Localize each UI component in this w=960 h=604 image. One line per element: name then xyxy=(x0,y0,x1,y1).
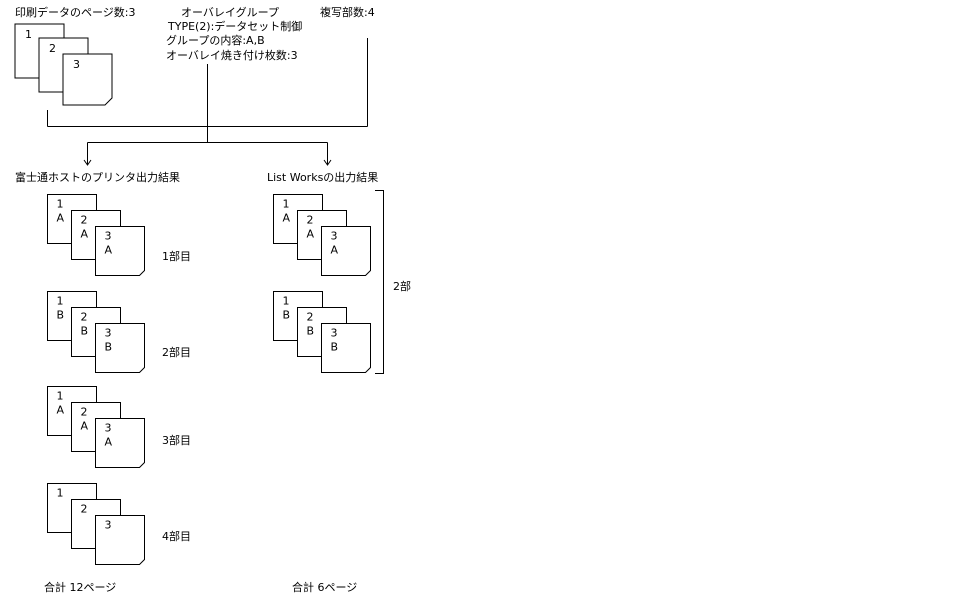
page-number: 2 xyxy=(81,214,88,227)
page-number: 1 xyxy=(57,295,64,308)
output-page: 3B xyxy=(95,323,145,373)
fujitsu-arrowhead xyxy=(83,159,92,166)
fujitsu-set-label-3: 3部目 xyxy=(162,433,191,447)
listworks-arrowhead xyxy=(323,159,332,166)
overlay-letter: B xyxy=(283,309,291,322)
page-sheet xyxy=(321,323,371,373)
input-page-stack: 1 2 3 xyxy=(14,23,113,106)
overlay-line-type: TYPE(2):データセット制御 xyxy=(167,19,302,33)
overlay-letter: A xyxy=(307,228,315,241)
output-page: 3B xyxy=(321,323,371,373)
overlay-letter: B xyxy=(57,309,65,322)
overlay-letter: A xyxy=(81,420,89,433)
connector-lines xyxy=(47,38,368,166)
overlay-letter: A xyxy=(57,212,65,225)
listworks-title: List Worksの出力結果 xyxy=(267,170,378,184)
page-number: 1 xyxy=(283,295,290,308)
overlay-letter: B xyxy=(105,341,113,354)
page-sheet xyxy=(95,226,145,276)
fujitsu-set-label-4: 4部目 xyxy=(162,529,191,543)
fujitsu-title: 富士通ホストのプリンタ出力結果 xyxy=(15,170,180,184)
overlay-letter: A xyxy=(105,436,113,449)
page-number: 3 xyxy=(105,519,112,532)
overlay-letter: A xyxy=(283,212,291,225)
page-number: 1 xyxy=(57,390,64,403)
page-sheet xyxy=(95,323,145,373)
fujitsu-set-label-1: 1部目 xyxy=(162,249,191,263)
listworks-bracket-label: 2部 xyxy=(393,279,411,293)
page-number: 3 xyxy=(105,230,112,243)
output-page: 3A xyxy=(95,418,145,468)
page-number: 2 xyxy=(307,214,314,227)
page-number: 1 xyxy=(283,198,290,211)
page-number: 1 xyxy=(57,487,64,500)
overlay-letter: A xyxy=(331,244,339,257)
overlay-letter: A xyxy=(57,404,65,417)
overlay-letter: A xyxy=(81,228,89,241)
page-number: 2 xyxy=(81,311,88,324)
page-number: 3 xyxy=(331,327,338,340)
page-number: 3 xyxy=(105,327,112,340)
page-number: 2 xyxy=(49,42,56,55)
overlay-line-burn-count: オーバレイ焼き付け枚数:3 xyxy=(166,48,298,62)
page-number: 1 xyxy=(25,28,32,41)
copies-label: 複写部数:4 xyxy=(320,5,375,19)
overlay-line-contents: グループの内容:A,B xyxy=(166,33,265,47)
page-number: 3 xyxy=(331,230,338,243)
fujitsu-set-4: 1 2 3 xyxy=(47,483,145,565)
page-sheet xyxy=(321,226,371,276)
listworks-total: 合計 6ページ xyxy=(292,580,357,594)
output-page: 3A xyxy=(321,226,371,276)
listworks-copies-bracket xyxy=(375,190,384,374)
fujitsu-set-label-2: 2部目 xyxy=(162,345,191,359)
page-sheet xyxy=(95,515,145,565)
overlay-letter: B xyxy=(331,341,339,354)
overlay-letter: B xyxy=(307,325,315,338)
overlay-letter: A xyxy=(105,244,113,257)
page-number: 2 xyxy=(81,503,88,516)
output-page: 3A xyxy=(95,226,145,276)
fujitsu-total: 合計 12ページ xyxy=(44,580,116,594)
print-pages-label: 印刷データのページ数:3 xyxy=(15,5,135,19)
page-number: 3 xyxy=(105,422,112,435)
page-number: 1 xyxy=(57,198,64,211)
overlay-letter: B xyxy=(81,325,89,338)
page-number: 2 xyxy=(307,311,314,324)
page-number: 2 xyxy=(81,406,88,419)
page-number: 3 xyxy=(73,58,80,71)
overlay-title: オーバレイグループ xyxy=(181,5,279,19)
input-page-3: 3 xyxy=(62,53,113,106)
page-sheet xyxy=(95,418,145,468)
output-page: 3 xyxy=(95,515,145,565)
